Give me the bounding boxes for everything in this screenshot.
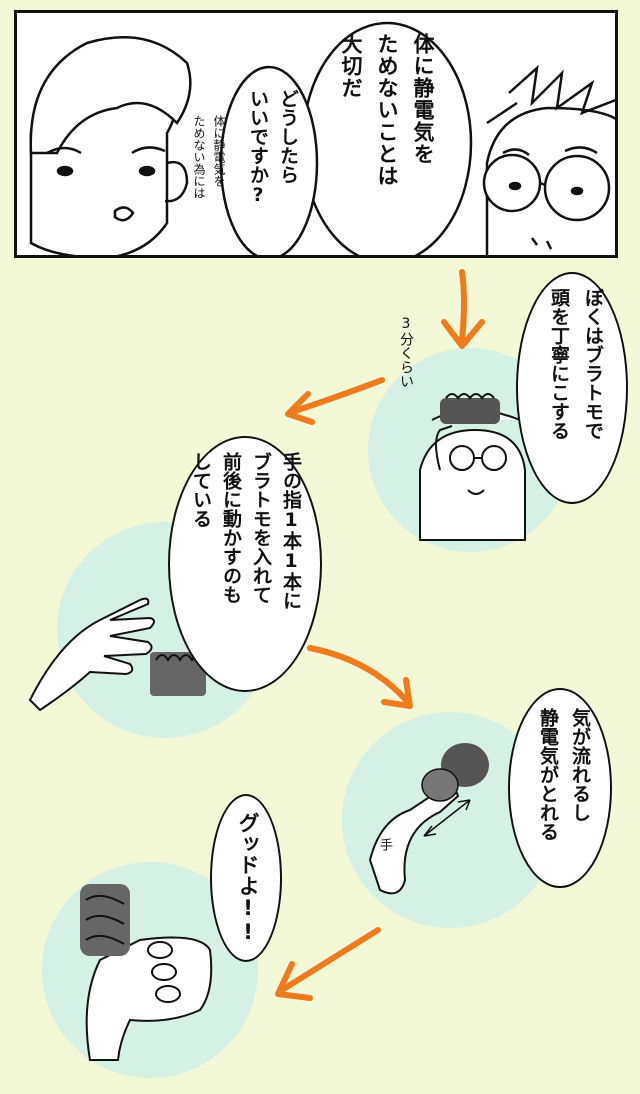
- step3-text: 気が流れるし 静電気がとれる: [537, 708, 591, 841]
- step4-bubble: グッドよ!!: [210, 794, 282, 962]
- step3-brush-illustration: [421, 743, 489, 802]
- double-arrow-icon: [423, 799, 471, 837]
- step4-brush-illustration: [80, 884, 130, 956]
- step1-bubble: ぼくはブラトモで 頭を丁寧にこする: [516, 272, 628, 504]
- arrow-down: [459, 269, 467, 343]
- step1-brush-illustration: [440, 393, 500, 424]
- speech-bubble-left-shape: [219, 65, 319, 255]
- thought-caption-text: 体に静電気を ためない為には: [192, 115, 226, 199]
- right-character-illustration: [482, 64, 615, 255]
- step2-bubble: 手の指1本1本に ブラトモを入れて 前後に動かすのも している: [168, 436, 322, 692]
- step4-fist-illustration: [85, 936, 213, 1061]
- top-panel-art: [29, 21, 615, 255]
- flow-arrows: [275, 269, 485, 1001]
- step1-text: ぼくはブラトモで 頭を丁寧にこする: [548, 288, 604, 440]
- speech-bubble-right-text: 体に静電気を ためないことは 大切だ: [339, 33, 435, 187]
- speech-bubble-left-text: どうしたら いいですか?: [247, 89, 299, 206]
- left-character-illustration: [29, 36, 192, 255]
- step3-bubble: 気が流れるし 静電気がとれる: [508, 688, 612, 888]
- arrow-left-1: [289, 377, 385, 415]
- step2-hand-illustration: [28, 597, 155, 712]
- step3-hand-label: 手: [377, 838, 392, 851]
- step4-text: グッドよ!!: [236, 812, 260, 944]
- arrow-left-2: [279, 927, 381, 993]
- step3-finger-illustration: [368, 787, 460, 895]
- arrow-right: [307, 645, 409, 703]
- top-panel: 体に静電気を ためないことは 大切だ どうしたら いいですか? 体に静電気を た…: [14, 10, 618, 258]
- step2-text: 手の指1本1本に ブラトモを入れて 前後に動かすのも している: [190, 452, 302, 610]
- step1-side-note: 3分くらい: [398, 316, 414, 388]
